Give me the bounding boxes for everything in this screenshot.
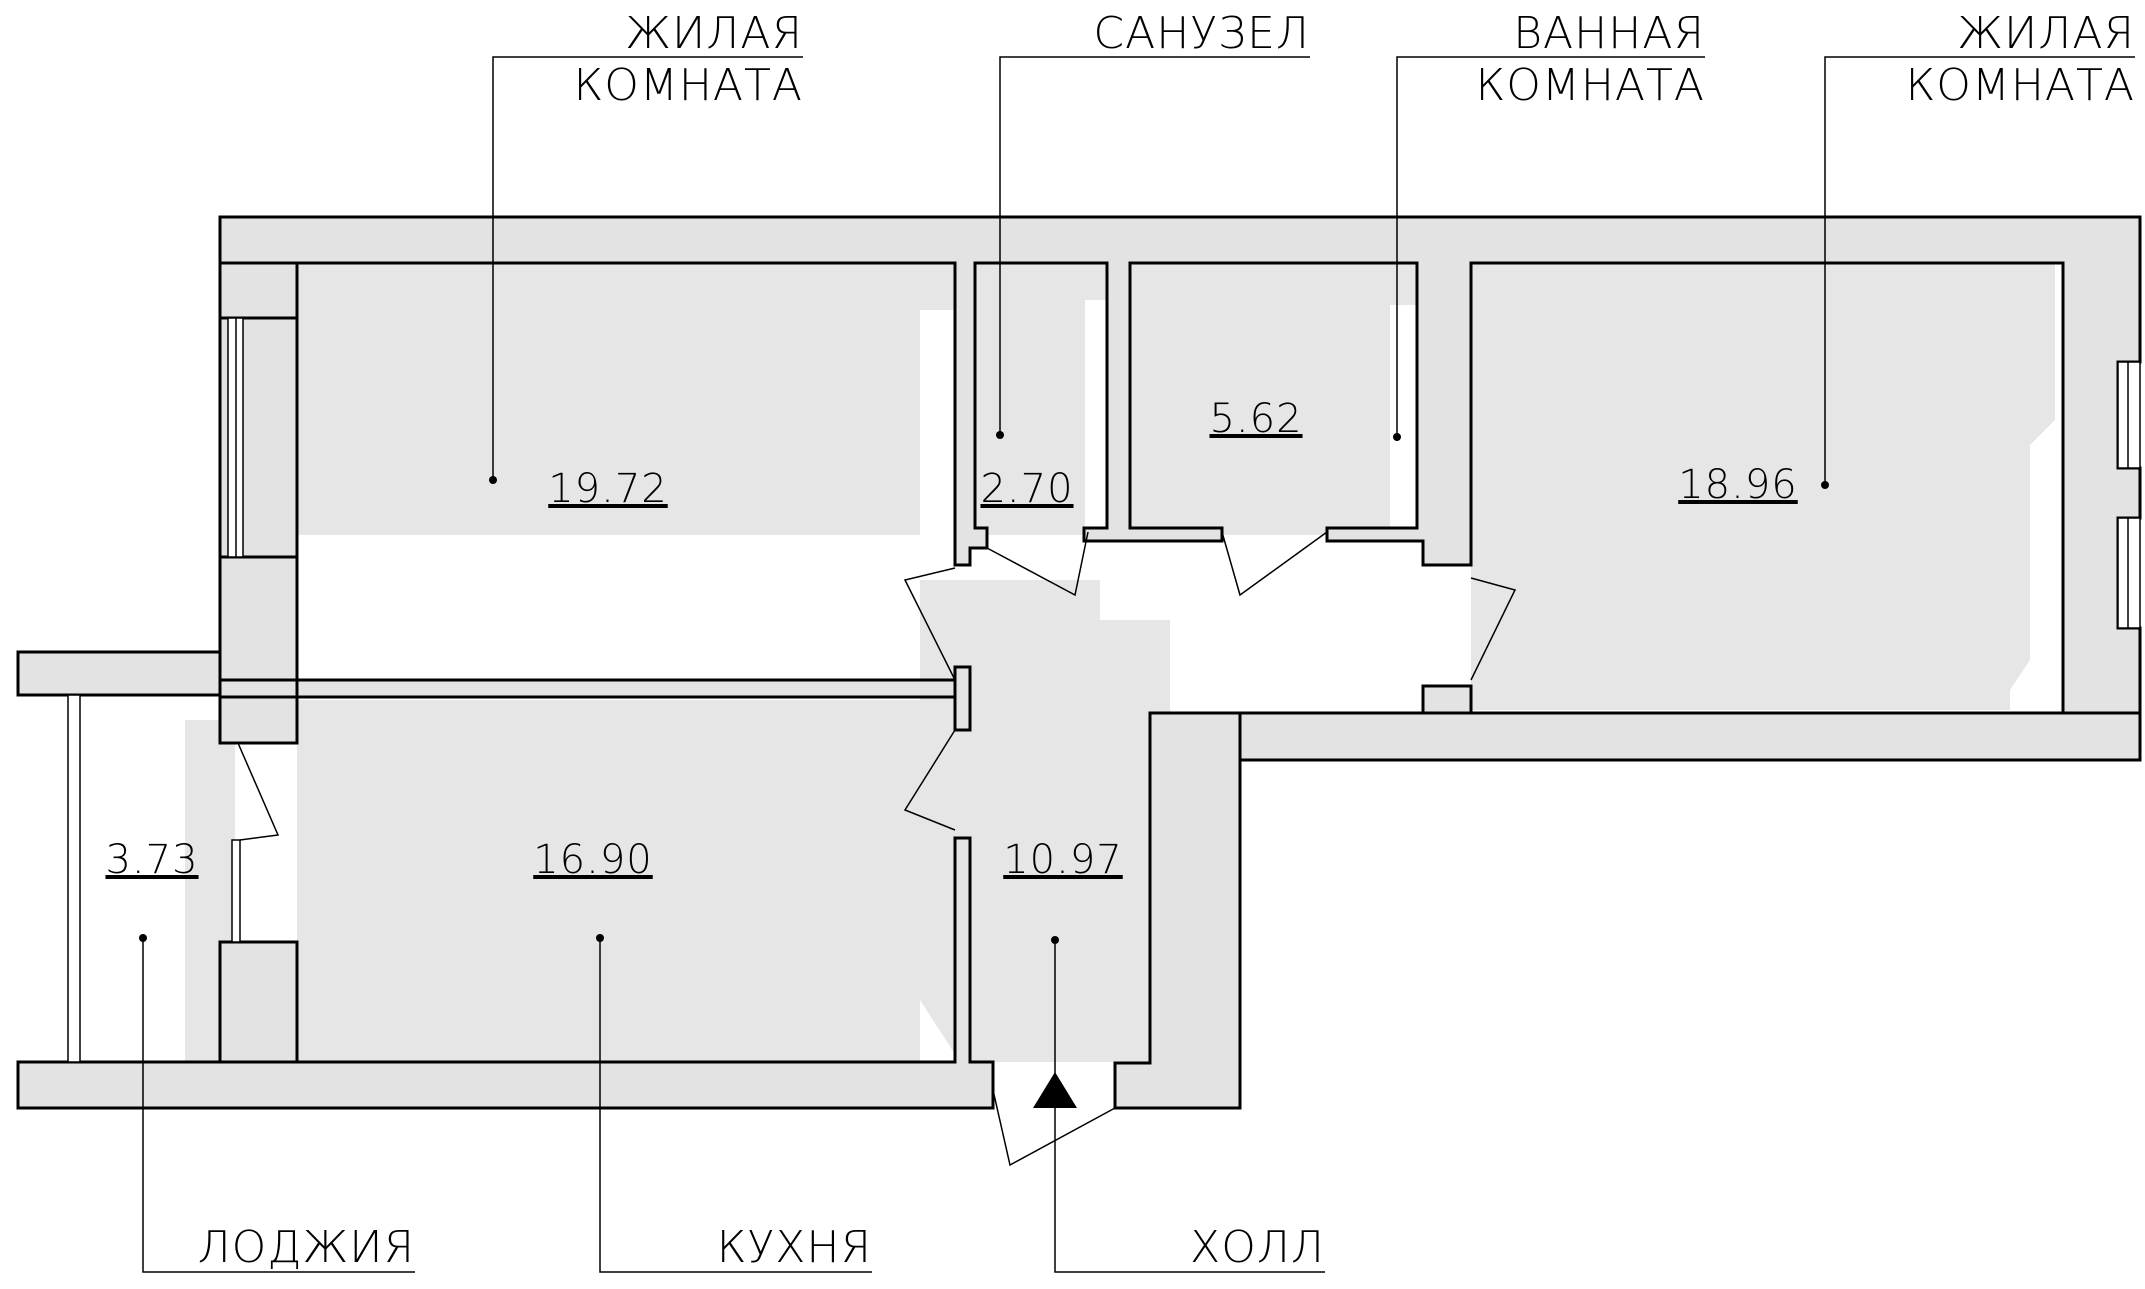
name-bath-line1: ВАННАЯ <box>1513 8 1705 59</box>
name-living2-line1: ЖИЛАЯ <box>1957 8 2135 59</box>
name-kitchen: КУХНЯ <box>717 1222 872 1273</box>
area-bath: 5.62 <box>1209 396 1302 442</box>
entrance-arrow-icon <box>1033 1072 1077 1108</box>
window-right-2 <box>2117 517 2141 629</box>
name-hall: ХОЛЛ <box>1190 1222 1325 1273</box>
door-wc <box>986 531 1089 597</box>
name-wc: САНУЗЕЛ <box>1093 8 1310 59</box>
name-living1-line1: ЖИЛАЯ <box>625 8 803 59</box>
room-names: ЖИЛАЯ КОМНАТА САНУЗЕЛ ВАННАЯ КОМНАТА ЖИЛ… <box>198 8 2135 1273</box>
leaders <box>139 56 2135 1273</box>
area-loggia: 3.73 <box>105 837 198 883</box>
interior-shadows <box>185 263 2055 1062</box>
door-entrance <box>992 1089 1116 1167</box>
walls <box>16 215 2142 1110</box>
name-bath-line2: КОМНАТА <box>1476 60 1705 111</box>
name-living2-line2: КОМНАТА <box>1906 60 2135 111</box>
door-living1 <box>903 567 956 681</box>
door-kitchen <box>903 729 956 831</box>
area-living2: 18.96 <box>1678 462 1798 508</box>
doors <box>237 531 1517 1167</box>
loggia-glazing <box>67 694 81 1063</box>
name-loggia: ЛОДЖИЯ <box>198 1222 415 1273</box>
area-kitchen: 16.90 <box>533 837 653 883</box>
area-living1: 19.72 <box>548 466 668 512</box>
windows <box>67 317 2141 1063</box>
window-right-1 <box>2117 361 2141 469</box>
door-loggia <box>237 742 280 841</box>
door-living2 <box>1470 577 1517 681</box>
door-bath <box>1221 531 1328 597</box>
kitchen-balcony-door <box>231 839 241 943</box>
area-wc: 2.70 <box>980 466 1073 512</box>
room-areas: 19.72 2.70 5.62 18.96 3.73 16.90 10.97 <box>105 396 1798 883</box>
area-hall: 10.97 <box>1003 837 1123 883</box>
name-living1-line2: КОМНАТА <box>574 60 803 111</box>
